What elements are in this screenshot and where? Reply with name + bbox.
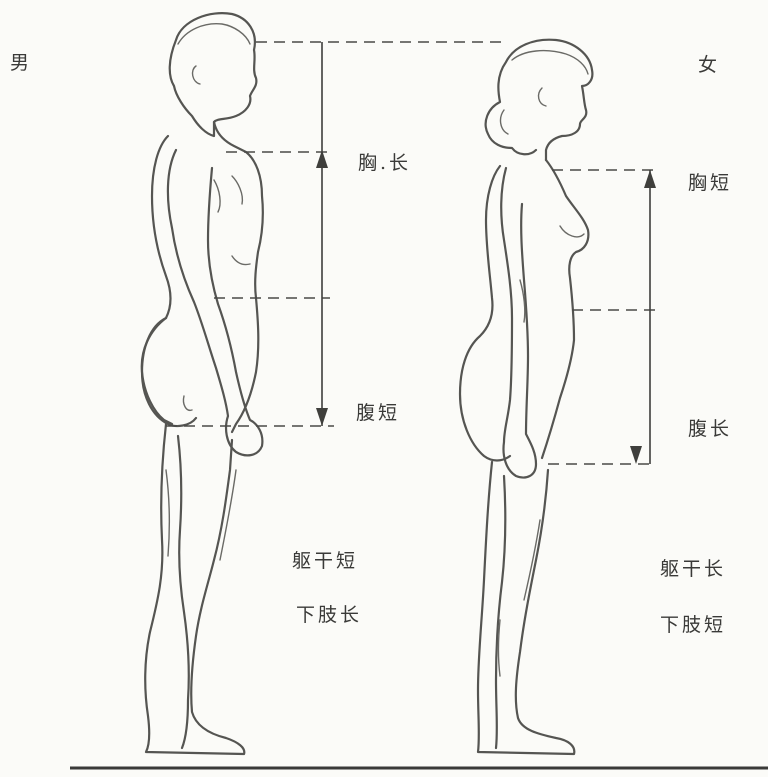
female-arm: [501, 168, 536, 478]
female-figure: [460, 40, 592, 754]
female-limb-label: 下肢短: [660, 610, 726, 637]
female-abdomen-label: 腹长: [688, 414, 732, 441]
male-arm: [168, 150, 262, 455]
male-head: [170, 13, 257, 136]
female-chest-label: 胸短: [688, 168, 732, 195]
female-legs: [478, 462, 574, 754]
female-trunk-label: 躯干长: [660, 554, 726, 581]
male-sex-label: 男: [10, 48, 32, 75]
female-measurement-guides: [548, 170, 660, 464]
male-torso: [142, 122, 263, 432]
male-trunk-label: 躯干短: [292, 546, 358, 573]
female-down-arrow: [630, 446, 642, 464]
male-limb-label: 下肢长: [296, 600, 362, 627]
male-legs: [145, 424, 244, 754]
male-figure: [142, 13, 263, 754]
male-down-arrow: [316, 408, 328, 426]
female-up-arrow: [644, 170, 656, 188]
male-chest-label: 胸.长: [358, 148, 411, 175]
female-sex-label: 女: [698, 50, 720, 77]
male-abdomen-label: 腹短: [356, 398, 400, 425]
